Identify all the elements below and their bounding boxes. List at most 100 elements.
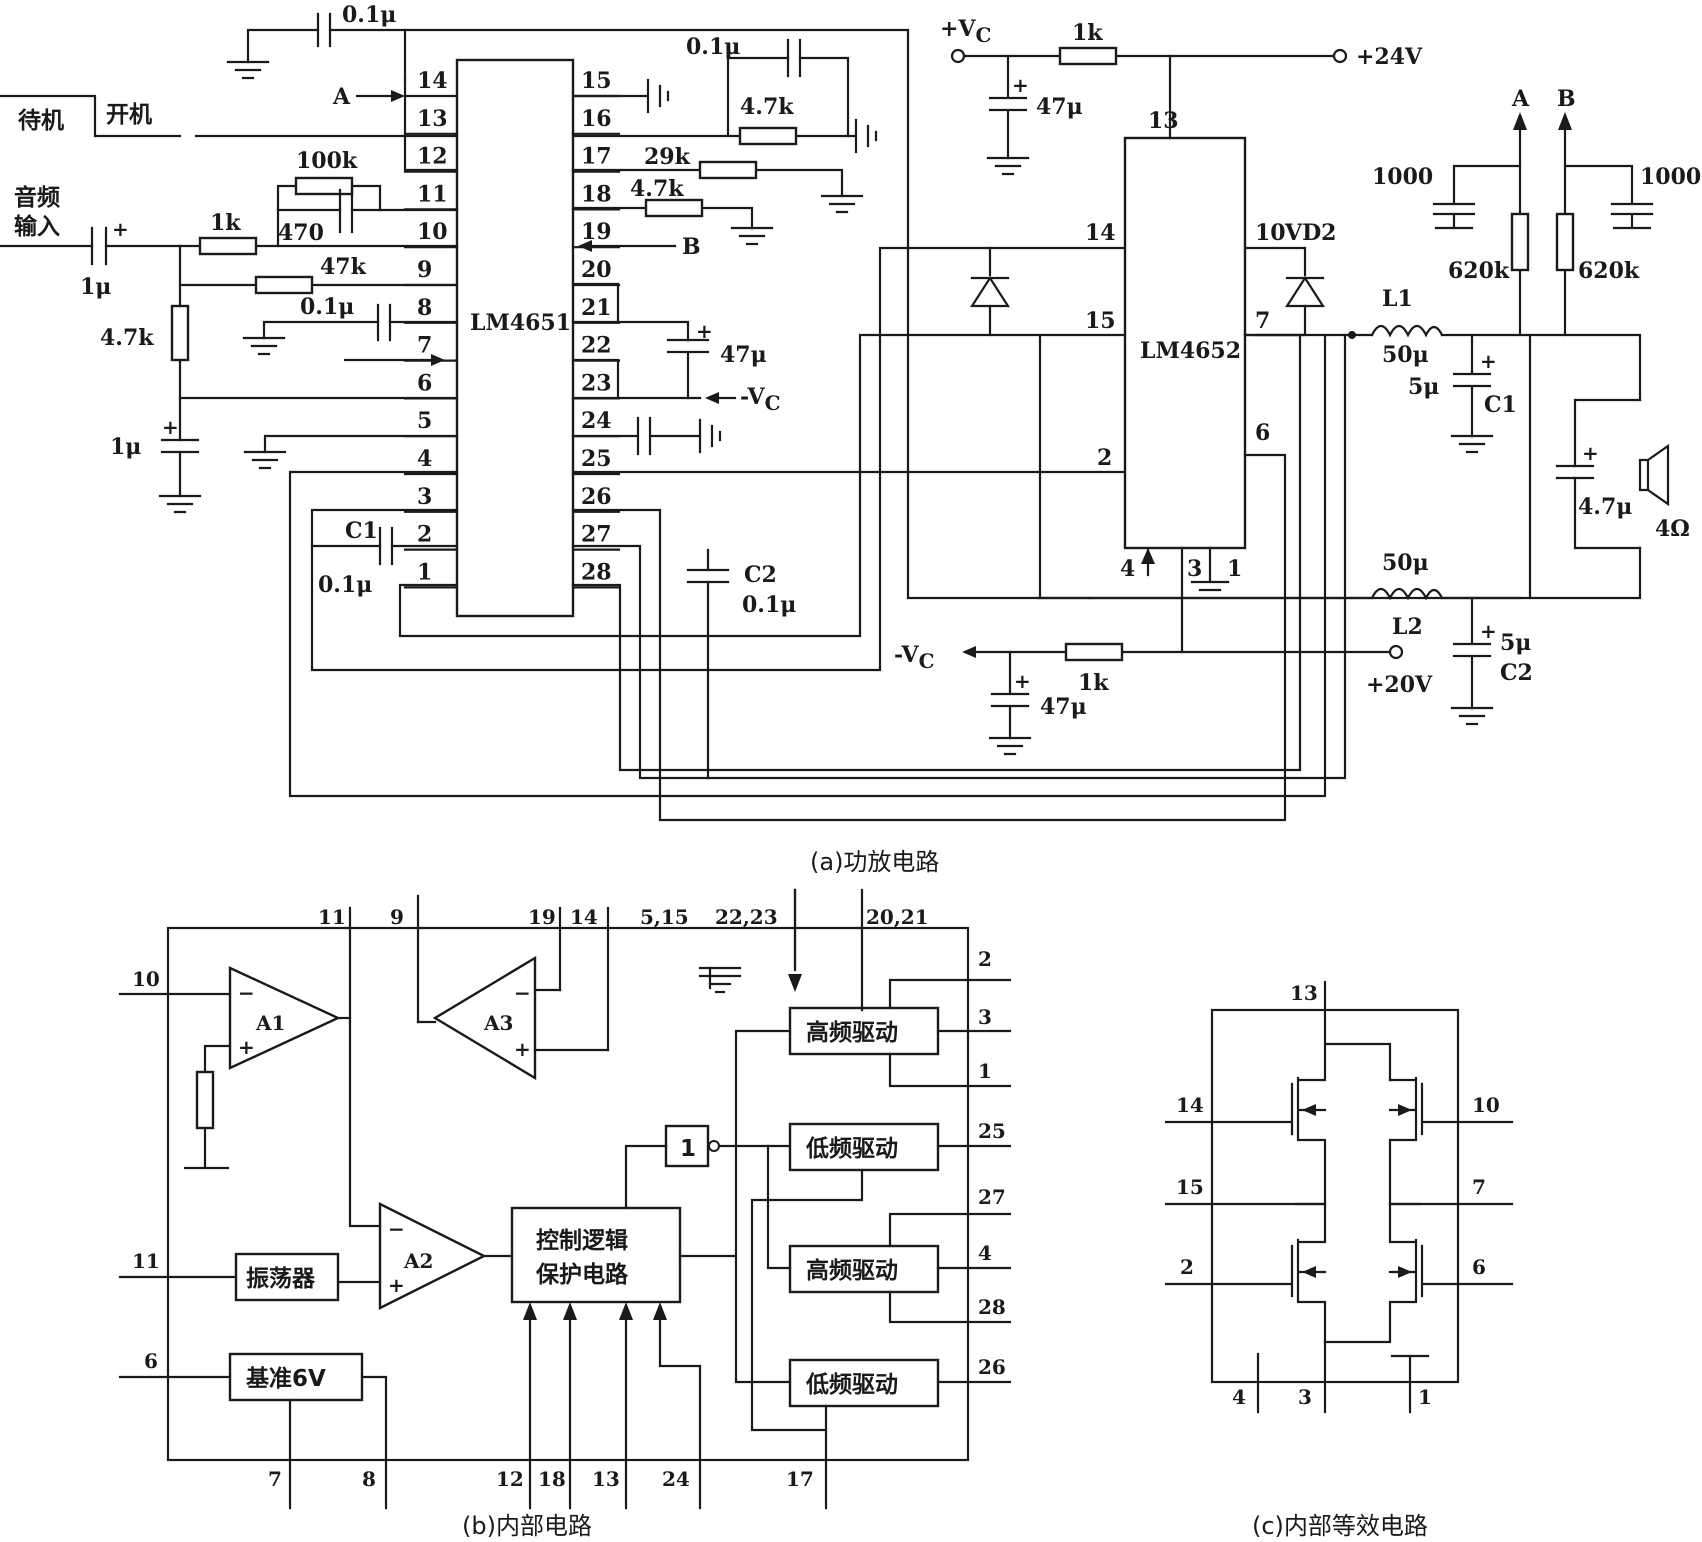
wire-pin22-23 xyxy=(571,358,702,400)
svg-text:+: + xyxy=(1582,441,1599,465)
b-pin-bottom-18: 18 xyxy=(538,1467,566,1491)
c-pin-7: 7 xyxy=(1472,1175,1486,1199)
wire-feedback-100k xyxy=(276,184,459,248)
lm4651-pin-stubs: 1413121110987654321151617181920212223242… xyxy=(403,68,621,589)
lm4652-pin-2: 2 xyxy=(1097,445,1112,471)
vd2-label: VD2 xyxy=(1284,220,1336,246)
b-pin-right-1: 1 xyxy=(978,1059,992,1083)
svg-text:+: + xyxy=(514,1037,531,1061)
b-pin-top-19: 19 xyxy=(528,905,556,929)
node-b-in-label: B xyxy=(682,234,701,260)
cap-5u-c1 xyxy=(1452,333,1492,438)
control-label-2: 保护电路 xyxy=(535,1261,629,1288)
internal-top-pin-stubs xyxy=(348,888,864,1052)
inductor-l2-value: 50μ xyxy=(1382,550,1429,576)
b-pin-left-6: 6 xyxy=(144,1349,158,1373)
cap-47u-bot xyxy=(990,650,1030,740)
svg-text:+: + xyxy=(112,217,129,241)
ground-c2 xyxy=(1450,706,1494,726)
inductor-l1-value: 50μ xyxy=(1382,342,1429,368)
lm4652-pin-4: 4 xyxy=(1120,556,1135,582)
b-pin-top-9: 9 xyxy=(390,905,404,929)
wire-pin26 xyxy=(571,453,1287,822)
c-pin-14: 14 xyxy=(1176,1093,1204,1117)
opamp-a3-label: A3 xyxy=(483,1011,513,1035)
cap-top-value: 0.1μ xyxy=(342,2,396,28)
b-pin-right-25: 25 xyxy=(978,1119,1006,1143)
lm4651-pin-28: 28 xyxy=(581,559,612,585)
cap-47u-top-value: 47μ xyxy=(1036,94,1083,120)
standby-label: 待机 xyxy=(18,107,64,134)
cap-47u-mid xyxy=(666,338,710,400)
lm4651-pin-1: 1 xyxy=(417,559,432,585)
audio-input-label-2: 输入 xyxy=(14,213,60,240)
b-pin-bottom-17: 17 xyxy=(786,1467,814,1491)
lm4651-pin-16: 16 xyxy=(581,106,612,132)
internal-circuit: 11 9 19 14 5,15 22,23 20,21 A1 − + 10 A3… xyxy=(118,888,1012,1540)
c-pin-13: 13 xyxy=(1290,981,1318,1005)
b-pin-right-2: 2 xyxy=(978,947,992,971)
cap-47u-bot-value: 47μ xyxy=(1040,694,1087,720)
lf-driver-1 xyxy=(788,1122,940,1172)
wire-pin14-12 xyxy=(403,78,459,172)
ground-47u-bot xyxy=(988,736,1032,756)
diode-left xyxy=(969,275,1011,308)
svg-text:+: + xyxy=(1012,73,1029,97)
cap-c1-out-label: C1 xyxy=(1484,392,1517,418)
resistor-4k7 xyxy=(170,304,190,362)
vc-neg-label: -VC xyxy=(894,642,935,673)
wire-standby-switch xyxy=(0,94,459,138)
reference-label: 基准6V xyxy=(246,1366,326,1392)
ground-pin8 xyxy=(242,336,286,356)
driver-output-wires xyxy=(860,978,1012,1384)
svg-text:+: + xyxy=(238,1035,255,1059)
ground-pin16 xyxy=(846,118,878,154)
lm4651-pin-5: 5 xyxy=(417,408,432,434)
lm4651-pin-25: 25 xyxy=(581,446,612,472)
resistor-1k-input-value: 1k xyxy=(210,210,241,236)
lm4651-pin-9: 9 xyxy=(417,257,432,283)
c-pin-1: 1 xyxy=(1418,1385,1432,1409)
oscillator-label: 振荡器 xyxy=(246,1265,316,1292)
internal-block-outline xyxy=(166,926,970,1462)
oscillator-block xyxy=(234,1252,340,1302)
cap-4u7-value: 4.7μ xyxy=(1578,494,1632,520)
vc-pos-label: +VC xyxy=(940,16,991,47)
control-label-1: 控制逻辑 xyxy=(536,1227,628,1254)
node-b-out-label: B xyxy=(1557,86,1576,112)
resistor-4k7-value: 4.7k xyxy=(100,325,154,351)
wire-mid-rail xyxy=(1036,333,1092,600)
resistor-pin18-value: 4.7k xyxy=(630,176,684,202)
lm4651-pin-14: 14 xyxy=(417,68,448,94)
resistor-470-value: 470 xyxy=(278,220,324,246)
c-pin-15: 15 xyxy=(1176,1175,1204,1199)
ground-47u-top xyxy=(986,156,1030,176)
resistor-29k-value: 29k xyxy=(644,144,691,170)
node-a-out-label: A xyxy=(1511,86,1530,112)
lm4651-pin-8: 8 xyxy=(417,295,432,321)
wire-pin18 xyxy=(571,206,754,230)
cap-input xyxy=(90,226,108,266)
b-pin-right-28: 28 xyxy=(978,1295,1006,1319)
wire-pin27 xyxy=(571,333,1347,780)
lm4651-pin-7: 7 xyxy=(417,333,432,359)
b-pin-left-11: 11 xyxy=(132,1249,160,1273)
b-ground xyxy=(698,966,742,994)
svg-text:−: − xyxy=(514,981,531,1005)
driver-wires xyxy=(678,1029,864,1510)
svg-text:−: − xyxy=(238,981,255,1005)
cap-5u-c1-value: 5μ xyxy=(1408,374,1439,400)
inductor-l1 xyxy=(1370,324,1444,338)
c-wire-13 xyxy=(1323,980,1392,1082)
lm4651-label: LM4651 xyxy=(470,310,571,336)
lm4651-pin-6: 6 xyxy=(417,370,432,396)
lm4651-pin-24: 24 xyxy=(581,408,612,434)
opamp-a1-label: A1 xyxy=(255,1011,285,1035)
lm4651-pin-2: 2 xyxy=(417,522,432,548)
inverter-gate xyxy=(664,1124,710,1168)
diode-vd2 xyxy=(1284,275,1326,308)
resistor-pin16 xyxy=(738,126,798,146)
cap-47u-mid-value: 47μ xyxy=(720,342,767,368)
lm4651-pin-10: 10 xyxy=(417,219,448,245)
v24-label: +24V xyxy=(1356,44,1423,70)
